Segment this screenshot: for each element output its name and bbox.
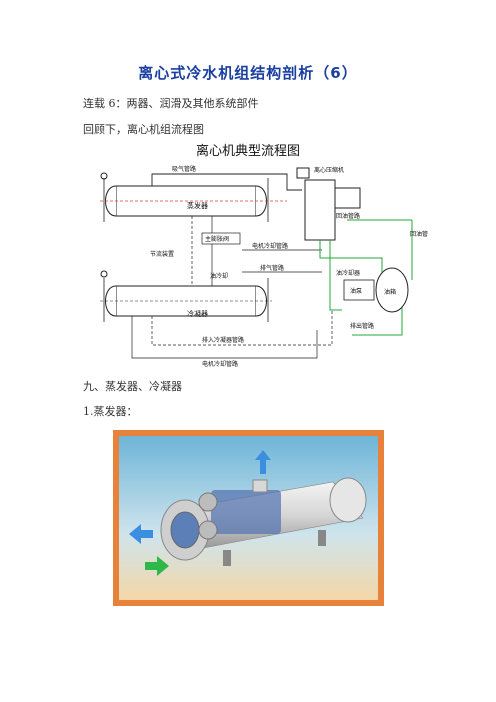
label-right-tag2: 排出管路 (350, 322, 374, 330)
label-oil-tank: 油箱 (384, 288, 396, 296)
label-bottom1: 排入冷凝器管路 (202, 336, 244, 344)
serial-line: 连载 6：两器、润滑及其他系统部件 (83, 97, 259, 110)
flow-diagram: 蒸发器 冷凝器 吸气管路 主膨胀阀 节流装置 油冷却 电机冷却管路 排气管路 离… (100, 165, 428, 368)
shell-body (160, 477, 367, 566)
label-exhaust: 排气管路 (260, 264, 284, 272)
label-oil-cool: 油冷却 (210, 272, 228, 280)
evaporator-photo (113, 430, 384, 606)
label-condenser: 冷凝器 (187, 309, 208, 318)
review-line: 回顾下，离心机组流程图 (83, 123, 204, 136)
label-oil-pump: 油泵 (350, 287, 362, 295)
label-float: 节流装置 (150, 250, 174, 258)
arrow-in (145, 556, 169, 576)
doc-title: 离心式冷水机组结构剖析（6） (138, 64, 358, 82)
section-heading: 九、蒸发器、冷凝器 (83, 380, 182, 393)
label-evaporator: 蒸发器 (187, 201, 208, 210)
label-main-valve: 主膨胀阀 (205, 235, 229, 243)
label-return-oil: 回油管路 (336, 212, 360, 220)
label-top-pipe: 吸气管路 (172, 165, 196, 173)
condenser-vessel (100, 270, 272, 322)
label-motor-cool: 电机冷却管路 (252, 242, 288, 250)
arrow-out (129, 524, 153, 544)
label-right-tag: 回油管 (410, 230, 428, 238)
label-bottom2: 电机冷却管路 (202, 360, 238, 368)
subheading: 1.蒸发器： (83, 405, 138, 418)
label-oil-heater: 油冷却器 (336, 269, 360, 277)
diagram-title: 离心机典型流程图 (195, 144, 300, 159)
label-compressor: 离心压缩机 (314, 166, 344, 174)
evaporator-vessel (100, 172, 287, 222)
compressor (296, 167, 361, 241)
oil-tank (375, 267, 409, 313)
arrow-up (255, 450, 271, 474)
